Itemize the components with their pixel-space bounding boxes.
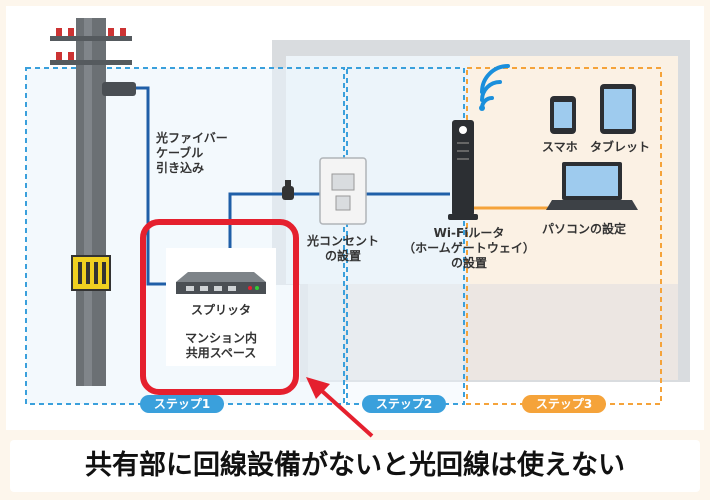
smartphone-icon (550, 96, 576, 134)
step2-badge: ステップ2 (362, 395, 446, 413)
step1-badge: ステップ1 (140, 395, 224, 413)
router-label-line3: の設置 (450, 256, 487, 270)
optical-outlet-label: 光コンセント の設置 (298, 234, 388, 264)
splitter-label: スプリッタ (190, 303, 251, 317)
laptop-icon (546, 162, 638, 210)
step2-zone (346, 67, 465, 405)
pc-setup-label: パソコンの設定 (542, 222, 627, 236)
tablet-label: タブレット (590, 140, 651, 154)
arrow-icon (306, 377, 374, 438)
optical-outlet-label-line2: の設置 (324, 249, 361, 263)
highlight-frame (140, 219, 299, 395)
splitter-device (176, 272, 266, 294)
fiber-cable-label-line2: ケーブル (156, 146, 204, 160)
fiber-cable-label-line3: 引き込み (156, 161, 205, 175)
common-space-label-line2: 共用スペース (185, 346, 257, 360)
step3-badge: ステップ3 (522, 395, 606, 413)
cable-connector (282, 180, 294, 200)
router-label-line1: Wi-Fiルータ (433, 226, 505, 240)
common-space-label-line1: マンション内 (184, 331, 257, 345)
utility-pole (50, 18, 136, 386)
building-floor-step3 (470, 284, 678, 380)
caption: 共有部に回線設備がないと光回線は使えない (10, 440, 700, 492)
smartphone-label: スマホ (542, 140, 578, 154)
fiber-cable-label-line1: 光ファイバー (156, 131, 228, 145)
fiber-cables (136, 86, 450, 286)
wifi-dot (479, 105, 485, 111)
common-space-box (166, 248, 276, 366)
fiber-cable-label: 光ファイバー ケーブル 引き込み (156, 131, 228, 176)
optical-outlet-device (319, 157, 367, 225)
common-space-label: マンション内 共用スペース (166, 331, 276, 361)
step3-zone (466, 67, 662, 405)
router-label: Wi-Fiルータ （ホームゲートウェイ） の設置 (394, 226, 544, 271)
optical-outlet-label-line1: 光コンセント (306, 234, 379, 248)
router-label-line2: （ホームゲートウェイ） (403, 241, 535, 255)
router-device (448, 120, 478, 220)
tablet-icon (600, 84, 636, 134)
